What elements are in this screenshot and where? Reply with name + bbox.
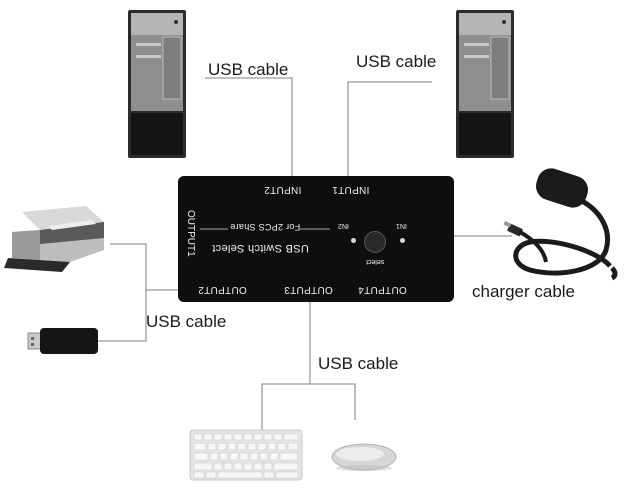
share-divider xyxy=(200,228,330,230)
usb-cable-label-outputs: USB cable xyxy=(146,312,227,331)
usb-flash-drive-icon xyxy=(27,328,98,354)
input1-label: INPUT1 xyxy=(332,184,370,195)
cable-flash-drive xyxy=(98,289,178,342)
output2-label: OUTPUT2 xyxy=(198,284,247,295)
output4-label: OUTPUT4 xyxy=(358,284,407,295)
in1-label: IN1 xyxy=(396,222,407,229)
charger-cable-icon xyxy=(503,168,618,281)
select-label: select xyxy=(366,258,385,265)
in1-led xyxy=(400,238,405,243)
cable-printer xyxy=(110,243,147,290)
printer-icon xyxy=(4,206,104,272)
keyboard-icon xyxy=(189,429,303,481)
usb-cable-label-right-pc: USB cable xyxy=(356,52,437,71)
charger-cable-label: charger cable xyxy=(472,282,576,301)
output3-label: OUTPUT3 xyxy=(284,284,333,295)
cable-left-pc xyxy=(205,77,293,176)
select-button[interactable] xyxy=(364,231,386,253)
cable-lines xyxy=(98,77,512,430)
mouse-icon xyxy=(331,443,397,471)
input2-label: INPUT2 xyxy=(264,184,302,195)
in2-led xyxy=(351,238,356,243)
left-pc-icon xyxy=(128,10,186,158)
switch-title: USB Switch Select xyxy=(212,242,309,254)
usb-cable-label-bottom: USB cable xyxy=(318,354,399,373)
usb-cable-label-left-pc: USB cable xyxy=(208,60,289,79)
right-pc-icon xyxy=(456,10,514,158)
cable-keyboard xyxy=(261,383,356,430)
in2-label: IN2 xyxy=(338,222,349,229)
output1-label: OUTPUT1 xyxy=(185,210,196,257)
cable-right-pc xyxy=(347,81,432,176)
usb-switch-box xyxy=(178,176,454,302)
